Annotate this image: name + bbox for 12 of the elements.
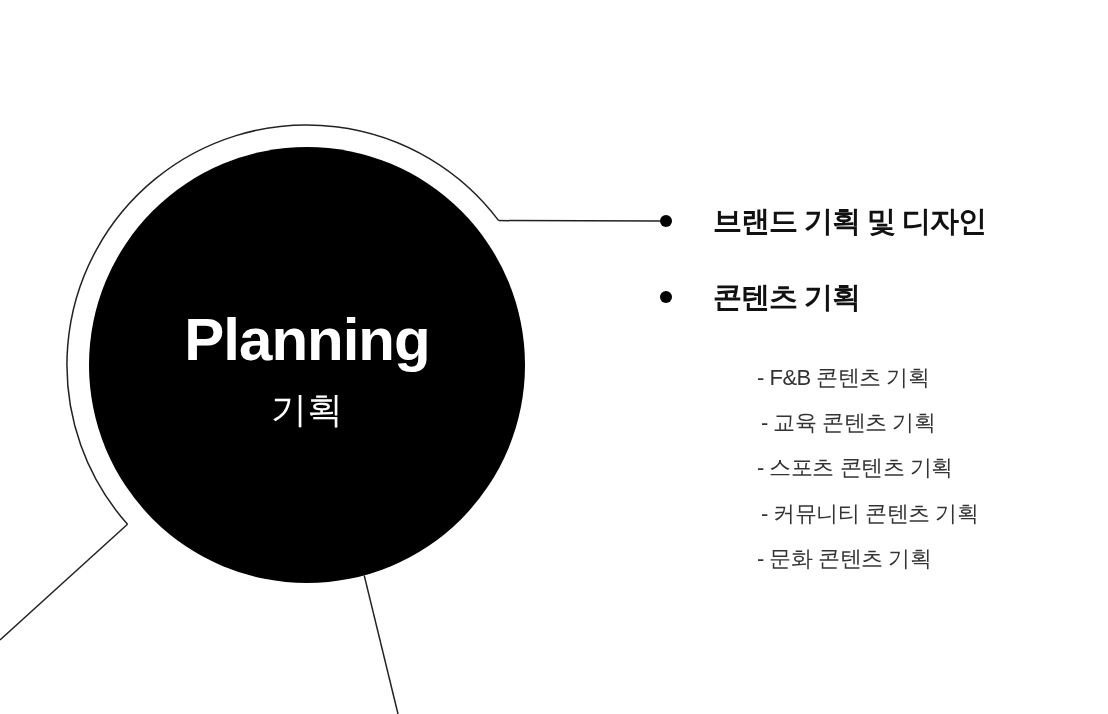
connector-line bbox=[363, 574, 399, 714]
sub-item-text: - 커뮤니티 콘텐츠 기획 bbox=[761, 500, 979, 528]
list-item-text: 콘텐츠 기획 bbox=[713, 280, 861, 315]
sub-item-text: - 스포츠 콘텐츠 기획 bbox=[757, 454, 953, 482]
connector-line bbox=[0, 523, 129, 641]
list-item-text: 브랜드 기획 및 디자인 bbox=[713, 204, 987, 239]
connector-line bbox=[497, 219, 661, 222]
sub-item-text: - 문화 콘텐츠 기획 bbox=[757, 545, 932, 573]
node-title: Planning bbox=[183, 305, 431, 375]
sub-item-text: - 교육 콘텐츠 기획 bbox=[761, 409, 936, 437]
node-subtitle: 기획 bbox=[270, 388, 344, 432]
sub-item-text: - F&B 콘텐츠 기획 bbox=[757, 364, 930, 392]
